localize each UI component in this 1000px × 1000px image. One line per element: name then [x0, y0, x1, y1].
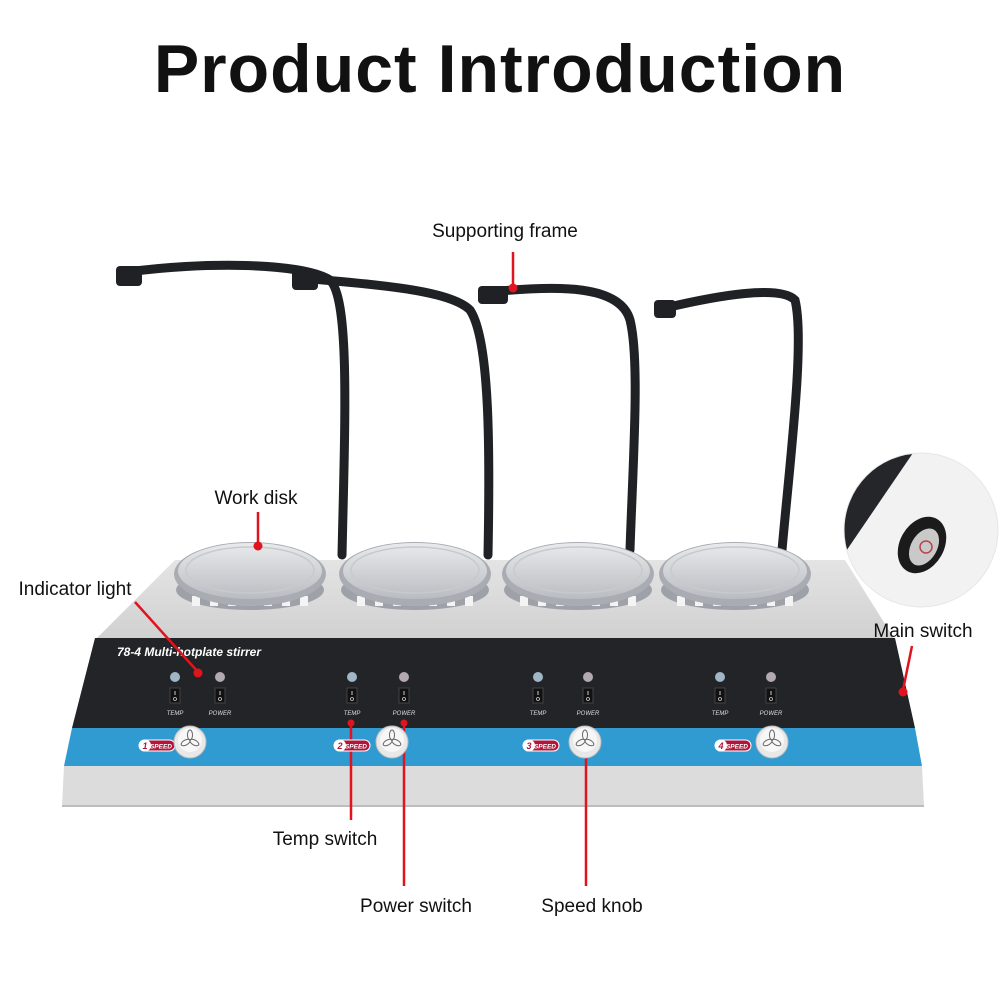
callout-power-switch: Power switch — [360, 896, 472, 917]
power-indicator-light — [583, 672, 593, 682]
unit-number: 1 — [142, 741, 147, 751]
fan-icon — [575, 729, 595, 747]
unit-number: 2 — [336, 741, 342, 751]
power-indicator-light — [766, 672, 776, 682]
callout-indicator-light: Indicator light — [18, 579, 132, 600]
speed-knob[interactable] — [375, 725, 409, 759]
temp-switch[interactable] — [532, 687, 544, 704]
callout-main-switch: Main switch — [873, 621, 972, 642]
speed-label: SPEED — [726, 744, 748, 751]
temp-label: TEMP — [167, 711, 184, 717]
page-title: Product Introduction — [153, 31, 847, 107]
speed-label: SPEED — [150, 744, 172, 751]
power-indicator-light — [215, 672, 225, 682]
power-switch[interactable] — [214, 687, 226, 704]
temp-switch[interactable] — [169, 687, 181, 704]
temp-label: TEMP — [530, 711, 547, 717]
speed-knob[interactable] — [173, 725, 207, 759]
power-label: POWER — [760, 711, 783, 717]
speed-knob[interactable] — [755, 725, 789, 759]
temp-label: TEMP — [712, 711, 729, 717]
callout-supporting-frame: Supporting frame — [432, 221, 578, 242]
work-disk — [174, 542, 326, 610]
work-disk — [339, 542, 491, 610]
device-base — [62, 766, 924, 806]
power-label: POWER — [209, 711, 232, 717]
frame-clamps — [116, 266, 676, 318]
callout-speed-knob: Speed knob — [541, 896, 642, 917]
power-switch[interactable] — [398, 687, 410, 704]
temp-indicator-light — [715, 672, 725, 682]
work-disks — [174, 542, 811, 610]
fan-icon — [762, 729, 782, 747]
control-panel — [72, 638, 915, 728]
callout-work-disk: Work disk — [214, 488, 298, 509]
work-disk — [659, 542, 811, 610]
model-label: 78-4 Multi-hotplate stirrer — [117, 645, 262, 659]
temp-switch[interactable] — [346, 687, 358, 704]
fan-icon — [382, 729, 402, 747]
unit-number: 4 — [717, 741, 723, 751]
power-label: POWER — [577, 711, 600, 717]
speed-knob[interactable] — [568, 725, 602, 759]
power-label: POWER — [393, 711, 416, 717]
speed-label: SPEED — [345, 744, 367, 751]
power-indicator-light — [399, 672, 409, 682]
callout-temp-switch: Temp switch — [273, 829, 378, 850]
unit-number: 3 — [526, 741, 531, 751]
temp-switch[interactable] — [714, 687, 726, 704]
power-switch[interactable] — [582, 687, 594, 704]
speed-band — [64, 728, 922, 766]
work-disk — [502, 542, 654, 610]
temp-indicator-light — [347, 672, 357, 682]
temp-indicator-light — [170, 672, 180, 682]
fan-icon — [180, 729, 200, 747]
power-icon — [919, 540, 933, 554]
temp-indicator-light — [533, 672, 543, 682]
power-switch[interactable] — [765, 687, 777, 704]
speed-label: SPEED — [534, 744, 556, 751]
temp-label: TEMP — [344, 711, 361, 717]
supporting-frames — [123, 260, 803, 560]
